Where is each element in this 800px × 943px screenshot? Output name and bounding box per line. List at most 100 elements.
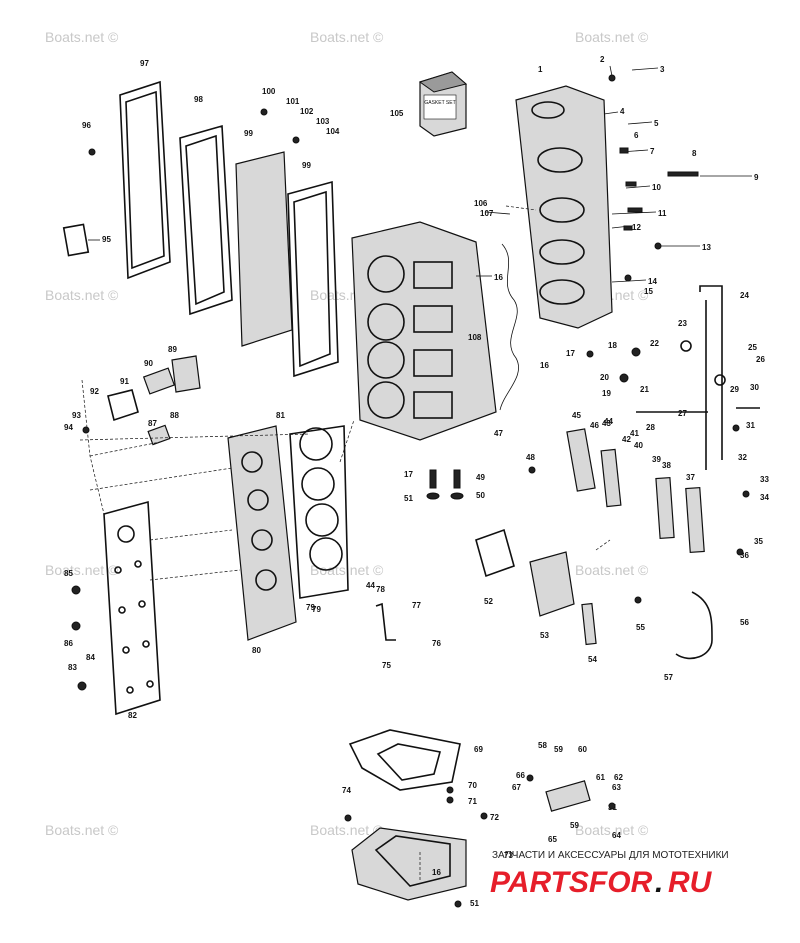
callout-label: 72 <box>490 813 499 822</box>
callout-label: 44 <box>366 581 375 590</box>
watermark: Boats.net © <box>45 822 119 838</box>
callout-label: 19 <box>602 389 611 398</box>
callout-label: 52 <box>484 597 493 606</box>
banner-tagline: ЗАПЧАСТИ И АКСЕССУАРЫ ДЛЯ МОТОТЕХНИКИ <box>492 850 729 861</box>
callout-label: 49 <box>476 473 485 482</box>
callout-label: 50 <box>476 491 485 500</box>
callout-label: 23 <box>678 319 687 328</box>
callout-label: 82 <box>128 711 137 720</box>
banner-logo-dot: . <box>655 866 663 899</box>
callout-label: 89 <box>168 345 177 354</box>
watermark: Boats.net © <box>310 822 384 838</box>
callout-label: 43 <box>602 419 611 428</box>
callout-label: 81 <box>276 411 285 420</box>
callout-label: 90 <box>144 359 153 368</box>
callout-label: 30 <box>750 383 759 392</box>
callout-label: 27 <box>678 409 687 418</box>
callout-label: 3 <box>660 65 665 74</box>
callout-label: 47 <box>494 429 503 438</box>
callout-label: 9 <box>754 173 759 182</box>
callout-label: 34 <box>760 493 769 502</box>
callout-label: 16 <box>432 868 441 877</box>
dashed-leaders <box>79 205 611 880</box>
callout-label: 13 <box>702 243 711 252</box>
callout-label: 61 <box>596 773 605 782</box>
callout-label: 8 <box>692 149 697 158</box>
callout-label: 21 <box>640 385 649 394</box>
callout-label: 63 <box>612 783 621 792</box>
callout-label: 16 <box>540 361 549 370</box>
callout-label: 24 <box>740 291 749 300</box>
callout-label: 85 <box>64 569 73 578</box>
callout-label: 59 <box>554 745 563 754</box>
callout-label: 57 <box>664 673 673 682</box>
callout-label: 17 <box>404 470 413 479</box>
callout-label: 103 <box>316 117 330 126</box>
callout-label: 93 <box>72 411 81 420</box>
callout-label: 12 <box>632 223 641 232</box>
callout-label: 79 <box>306 603 315 612</box>
callout-label: 40 <box>634 441 643 450</box>
callout-label: 45 <box>572 411 581 420</box>
callout-label: 76 <box>432 639 441 648</box>
callout-label: 55 <box>636 623 645 632</box>
callout-label: 77 <box>412 601 421 610</box>
callout-label: 87 <box>148 419 157 428</box>
callout-label: 20 <box>600 373 609 382</box>
callout-label: 107 <box>480 209 494 218</box>
callout-label: 5 <box>654 119 659 128</box>
callout-label: 4 <box>620 107 625 116</box>
fasteners <box>71 74 750 908</box>
watermark: Boats.net © <box>575 29 649 45</box>
bottom-plate-assembly <box>348 729 591 901</box>
callout-label: 97 <box>140 59 149 68</box>
watermark: Boats.net © <box>45 287 119 303</box>
callout-label: 14 <box>648 277 657 286</box>
callout-label: 51 <box>404 494 413 503</box>
callout-label: 79 <box>312 605 321 614</box>
callout-label: 94 <box>64 423 73 432</box>
callout-label: 48 <box>526 453 535 462</box>
callout-label: 80 <box>252 646 261 655</box>
callout-label: 22 <box>650 339 659 348</box>
callout-label: 74 <box>342 786 351 795</box>
head-cover-assembly <box>227 425 349 641</box>
callout-labels: 1 2 3 4 5 6 7 8 9 10 11 12 13 14 15 16 1… <box>64 55 769 908</box>
callout-label: 39 <box>652 455 661 464</box>
callout-label: 10 <box>652 183 661 192</box>
bracket-47 <box>499 243 519 411</box>
small-covers <box>375 528 713 660</box>
linkage-assembly <box>636 285 760 470</box>
callout-label: 67 <box>512 783 521 792</box>
callout-label: 44 <box>604 417 613 426</box>
callout-label: 18 <box>608 341 617 350</box>
callout-label: 35 <box>754 537 763 546</box>
watermark: Boats.net © <box>45 562 119 578</box>
callout-label: 105 <box>390 109 404 118</box>
callout-label: 66 <box>516 771 525 780</box>
callout-label: 46 <box>590 421 599 430</box>
callout-label: 65 <box>548 835 557 844</box>
callout-label: 101 <box>286 97 300 106</box>
callout-label: 25 <box>748 343 757 352</box>
callout-label: 92 <box>90 387 99 396</box>
callout-label: 16 <box>494 273 503 282</box>
callout-label: 102 <box>300 107 314 116</box>
store-banner: ЗАПЧАСТИ И АКСЕССУАРЫ ДЛЯ МОТОТЕХНИКИ PA… <box>490 850 729 899</box>
cover-gaskets <box>62 80 339 378</box>
callout-label: 83 <box>68 663 77 672</box>
callout-label: 100 <box>262 87 276 96</box>
outer-plate <box>103 500 161 716</box>
callout-label: 99 <box>244 129 253 138</box>
callout-label: 2 <box>600 55 605 64</box>
callout-label: 51 <box>470 899 479 908</box>
callout-label: 32 <box>738 453 747 462</box>
crankcase <box>515 85 613 329</box>
banner-logo-tld: RU <box>668 866 713 899</box>
callout-label: 33 <box>760 475 769 484</box>
callout-label: 84 <box>86 653 95 662</box>
watermark: Boats.net © <box>575 562 649 578</box>
throttle-arms <box>566 428 705 554</box>
callout-label: 37 <box>686 473 695 482</box>
